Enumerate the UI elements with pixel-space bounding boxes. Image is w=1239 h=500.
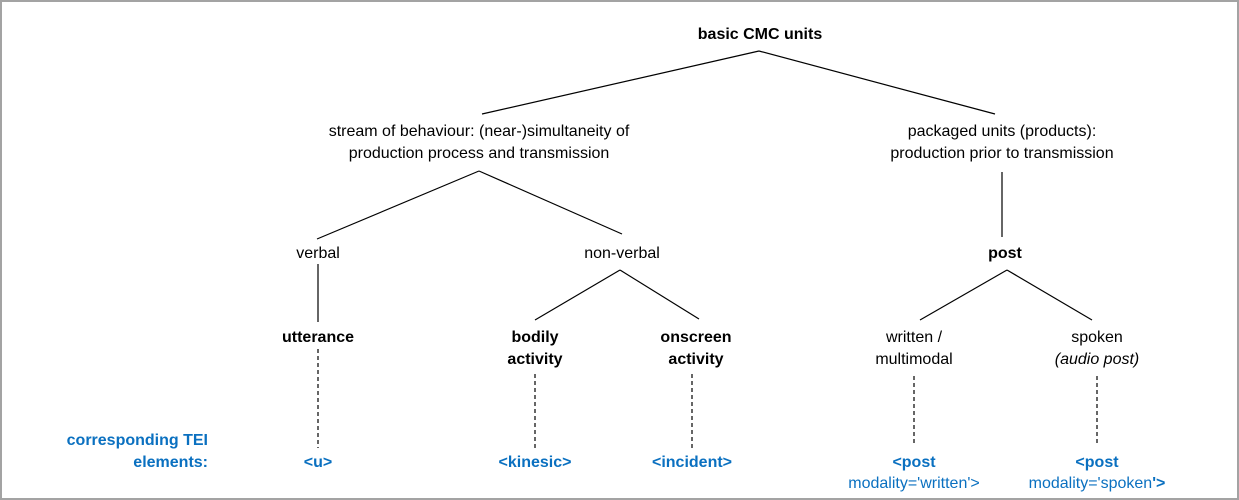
node-packaged-units: packaged units (products): production pr… (890, 121, 1113, 165)
post-written-line2: modality='written'> (848, 475, 980, 492)
node-verbal: verbal (296, 245, 340, 262)
tei-element-post-spoken: <post modality='spoken'> (1029, 452, 1166, 494)
bodily-line2: activity (507, 351, 563, 368)
spoken-line1: spoken (1071, 329, 1123, 346)
written-line1: written / (885, 329, 943, 346)
node-post: post (988, 245, 1022, 262)
tei-caption: corresponding TEI elements: (67, 430, 208, 474)
node-onscreen-activity: onscreen activity (660, 327, 731, 371)
node-nonverbal: non-verbal (584, 245, 660, 262)
onscreen-line2: activity (668, 351, 724, 368)
tei-caption-line2: elements: (133, 454, 208, 471)
bodily-line1: bodily (511, 329, 559, 346)
tei-element-incident: <incident> (651, 454, 733, 471)
connector-post-spoken (1006, 269, 1093, 321)
spoken-line2-audio-post: (audio post) (1054, 351, 1140, 368)
connector-stream-verbal (316, 170, 480, 240)
connector-root-stream (481, 50, 760, 115)
post-spoken-line1: <post (1075, 454, 1119, 471)
post-spoken-line2-main: modality='spoken (1028, 475, 1153, 492)
node-basic-cmc-units: basic CMC units (697, 26, 823, 43)
tei-element-kinesic: <kinesic> (498, 454, 572, 471)
node-spoken-audio-post: spoken (audio post) (1055, 327, 1140, 371)
post-spoken-line2-close: '> (1152, 475, 1166, 492)
node-stream-of-behaviour: stream of behaviour: (near-)simultaneity… (329, 121, 630, 165)
packaged-line2: production prior to transmission (890, 145, 1114, 162)
post-spoken-line2: modality='spoken'> (1029, 473, 1166, 494)
tei-caption-line1: corresponding TEI (66, 432, 208, 449)
stream-line2: production process and transmission (348, 145, 610, 162)
node-utterance: utterance (281, 329, 355, 346)
onscreen-line1: onscreen (660, 329, 732, 346)
node-bodily-activity: bodily activity (507, 327, 562, 371)
node-written-multimodal: written / multimodal (875, 327, 952, 371)
connector-nonverbal-onscreen (619, 269, 700, 320)
post-written-line1: <post (892, 454, 936, 471)
tei-element-u: <u> (303, 454, 333, 471)
connector-stream-nonverbal (478, 170, 623, 235)
written-line2: multimodal (875, 351, 953, 368)
stream-line1: stream of behaviour: (near-)simultaneity… (328, 123, 630, 140)
connector-root-packaged (758, 50, 996, 115)
connector-nonverbal-bodily (534, 269, 621, 321)
connector-post-written (919, 269, 1008, 321)
tei-element-post-written: <post modality='written'> (848, 452, 980, 494)
packaged-line1: packaged units (products): (907, 123, 1097, 140)
